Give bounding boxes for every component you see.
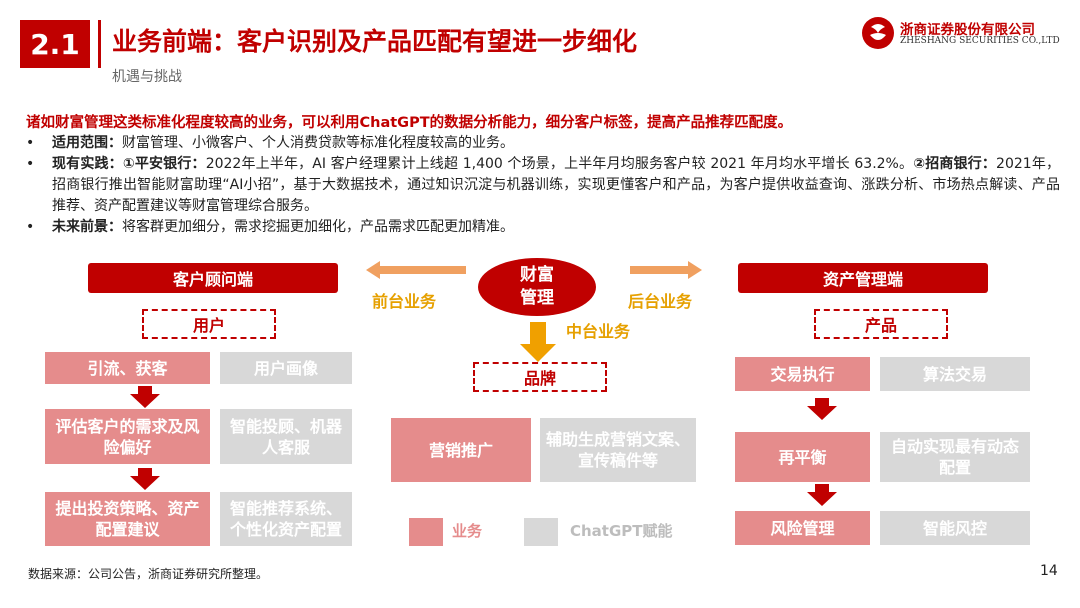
lead-statement: 诸如财富管理这类标准化程度较高的业务，可以利用ChatGPT的数据分析能力，细分… [26,115,793,131]
bullet-list: • 适用范围：财富管理、小微客户、个人消费贷款等标准化程度较高的业务。 • 现有… [26,133,1060,238]
bullet-scope: • 适用范围：财富管理、小微客户、个人消费贷款等标准化程度较高的业务。 [26,135,514,151]
back-office-label: 后台业务 [628,292,693,311]
practice-pingan-text: 2022年上半年，AI 客户经理累计上线超 1,400 个场景，上半年月均服务客… [205,156,914,172]
business-box: 评估客户的需求及风险偏好 [45,409,210,464]
gpt-box: 自动实现最有动态配置 [880,432,1030,482]
back-arrow-icon [630,261,702,279]
bullet-text: 财富管理、小微客户、个人消费贷款等标准化程度较高的业务。 [122,135,514,151]
gpt-box: 辅助生成营销文案、宣传稿件等 [540,418,696,482]
page-title: 业务前端：客户识别及产品匹配有望进一步细化 [112,27,638,56]
section-number: 2.1 [20,20,90,68]
page-number: 14 [1040,563,1058,579]
legend-business-swatch [409,518,443,546]
bullet-text: 将客群更加细分，需求挖掘更加细化，产品需求匹配更加精准。 [122,219,514,235]
data-source-note: 数据来源：公司公告，浙商证券研究所整理。 [28,567,269,581]
practice-cmb-label: ②招商银行： [913,156,997,172]
gpt-box: 智能投顾、机器人客服 [220,409,352,464]
left-down-arrow-icon [130,386,160,408]
business-box: 提出投资策略、资产配置建议 [45,492,210,546]
company-name-en: ZHESHANG SECURITIES CO.,LTD [900,36,1060,46]
client-advisor-header: 客户顾问端 [88,263,338,293]
legend-gpt-label: ChatGPT赋能 [570,522,673,540]
practice-pingan-label: ①平安银行： [122,156,206,172]
business-box: 营销推广 [391,418,531,482]
user-dashed-box: 用户 [142,309,276,339]
legend-business-label: 业务 [452,522,483,540]
practice-cmb-text: 2021年，招商银行推出智能财富助理“AI小招”，基于大数据技术，通过知识沉淀与… [52,156,1061,214]
business-box: 风险管理 [735,511,870,545]
brand-dashed-box: 品牌 [473,362,607,392]
bullet-label: 未来前景： [52,219,122,235]
middle-arrow-icon [520,322,556,362]
middle-office-label: 中台业务 [566,322,631,341]
bullet-future: • 未来前景：将客群更加细分，需求挖掘更加细化，产品需求匹配更加精准。 [26,219,514,235]
gpt-box: 用户画像 [220,352,352,384]
wealth-management-ellipse: 财富 管理 [478,258,596,316]
right-down-arrow-icon [807,398,837,420]
gpt-box: 智能推荐系统、个性化资产配置 [220,492,352,546]
asset-management-header: 资产管理端 [738,263,988,293]
left-down-arrow-icon [130,468,160,490]
front-office-label: 前台业务 [372,292,437,311]
bullet-practice: • 现有实践：①平安银行：2022年上半年，AI 客户经理累计上线超 1,400… [26,156,1061,214]
gpt-box: 智能风控 [880,511,1030,545]
product-dashed-box: 产品 [814,309,948,339]
business-box: 交易执行 [735,357,870,391]
bullet-label: 适用范围： [52,135,122,151]
title-divider [98,20,101,68]
company-name-cn: 浙商证券股份有限公司 [900,22,1035,38]
right-down-arrow-icon [807,484,837,506]
business-box: 引流、获客 [45,352,210,384]
gpt-box: 算法交易 [880,357,1030,391]
company-logo-icon [862,17,894,49]
business-box: 再平衡 [735,432,870,482]
page-subtitle: 机遇与挑战 [112,69,182,85]
front-arrow-icon [366,261,466,279]
bullet-label: 现有实践： [52,156,123,172]
legend-gpt-swatch [524,518,558,546]
